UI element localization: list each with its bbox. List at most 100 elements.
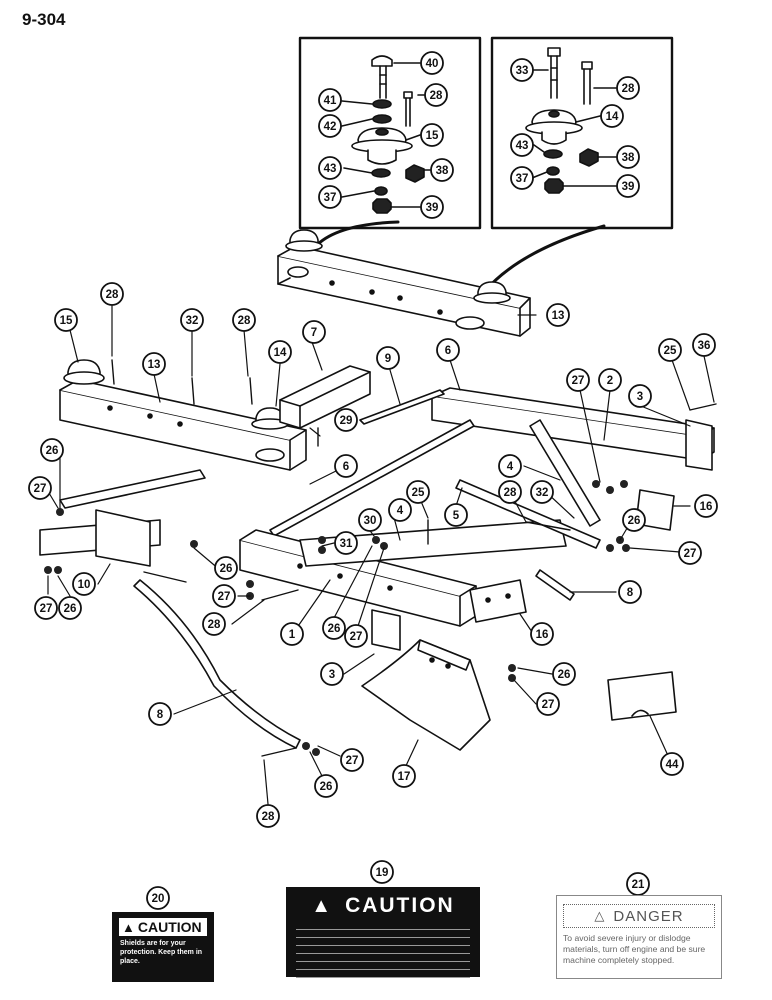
callout-c6b: 6 xyxy=(334,454,358,478)
callout-c13a: 13 xyxy=(546,303,570,327)
callout-circle xyxy=(444,503,468,527)
callout-label: 27 xyxy=(542,699,555,711)
callout-label: 26 xyxy=(328,623,341,635)
callout-circle xyxy=(358,508,382,532)
callout-c33: 33 xyxy=(510,58,534,82)
caution-decal-shields: ▲CAUTION Shields are for your protection… xyxy=(112,912,214,982)
callout-label: 27 xyxy=(684,548,697,560)
callout-label: 13 xyxy=(552,310,565,322)
decal-fine-print xyxy=(286,918,480,978)
callout-circle xyxy=(280,622,304,646)
callout-label: 15 xyxy=(60,315,73,327)
callout-label: 6 xyxy=(445,345,451,357)
callout-label: 27 xyxy=(350,631,363,643)
callout-label: 21 xyxy=(632,879,645,891)
callout-circle xyxy=(678,541,702,565)
callout-c2: 2 xyxy=(598,368,622,392)
callout-circle xyxy=(322,616,346,640)
callout-label: 26 xyxy=(320,781,333,793)
callout-c26f: 26 xyxy=(552,662,576,686)
callout-label: 44 xyxy=(666,759,679,771)
callout-c26g: 26 xyxy=(314,774,338,798)
callout-label: 8 xyxy=(157,709,164,721)
callout-c27b: 27 xyxy=(28,476,52,500)
callout-circle xyxy=(180,308,204,332)
callout-c30: 30 xyxy=(358,508,382,532)
callout-label: 9 xyxy=(385,353,391,365)
callout-label: 28 xyxy=(504,487,517,499)
callout-label: 42 xyxy=(324,121,337,133)
callout-c16a: 16 xyxy=(694,494,718,518)
callout-circle xyxy=(388,498,412,522)
callout-c15b: 15 xyxy=(54,308,78,332)
part-7-block xyxy=(279,365,371,429)
callout-circle xyxy=(376,346,400,370)
callout-circle xyxy=(658,338,682,362)
callout-circle xyxy=(142,352,166,376)
callout-label: 14 xyxy=(274,347,287,359)
callout-label: 2 xyxy=(607,375,613,387)
callout-c28d: 28 xyxy=(232,308,256,332)
callout-label: 26 xyxy=(558,669,571,681)
callout-label: 29 xyxy=(340,415,353,427)
callout-circle xyxy=(420,123,444,147)
callout-c38a: 38 xyxy=(430,158,454,182)
callout-label: 28 xyxy=(262,811,275,823)
callout-c26c: 26 xyxy=(214,556,238,580)
callout-circle xyxy=(618,580,642,604)
callout-label: 37 xyxy=(324,192,337,204)
callout-label: 26 xyxy=(46,445,59,457)
callout-label: 28 xyxy=(238,315,251,327)
callout-label: 25 xyxy=(412,487,425,499)
callout-circle xyxy=(406,480,430,504)
callout-c1: 1 xyxy=(280,622,304,646)
callout-c37b: 37 xyxy=(510,166,534,190)
callout-c7: 7 xyxy=(302,320,326,344)
callout-circle xyxy=(28,476,52,500)
callout-label: 27 xyxy=(218,591,231,603)
callout-label: 30 xyxy=(364,515,377,527)
callout-c20: 20 xyxy=(146,886,170,910)
callout-c31: 31 xyxy=(334,531,358,555)
callout-c40: 40 xyxy=(420,51,444,75)
callout-c28e: 28 xyxy=(498,480,522,504)
callout-label: 14 xyxy=(606,111,619,123)
callout-label: 38 xyxy=(436,165,449,177)
callout-c3b: 3 xyxy=(320,662,344,686)
callout-label: 8 xyxy=(627,587,634,599)
callout-label: 19 xyxy=(376,867,389,879)
callout-label: 10 xyxy=(78,579,91,591)
callout-c42: 42 xyxy=(318,114,342,138)
caution-decal-large: ▲CAUTION xyxy=(286,887,480,978)
callout-c17: 17 xyxy=(392,764,416,788)
callout-c8b: 8 xyxy=(148,702,172,726)
callout-circle xyxy=(314,774,338,798)
callout-c43a: 43 xyxy=(318,156,342,180)
callout-label: 27 xyxy=(34,483,47,495)
callout-c28g: 28 xyxy=(256,804,280,828)
callout-circle xyxy=(622,508,646,532)
callout-label: 32 xyxy=(536,487,549,499)
callout-c26d: 26 xyxy=(58,596,82,620)
callout-c5: 5 xyxy=(444,503,468,527)
callout-label: 4 xyxy=(397,505,404,517)
part-13-rear-crossmember xyxy=(277,229,531,337)
callout-circle xyxy=(34,596,58,620)
part-17-shield xyxy=(361,639,491,751)
callout-label: 16 xyxy=(536,629,549,641)
callout-label: 39 xyxy=(622,181,635,193)
warning-triangle-icon: △ xyxy=(594,908,606,923)
callout-circle xyxy=(498,454,522,478)
callout-circle xyxy=(598,368,622,392)
danger-decal: △DANGER To avoid severe injury or dislod… xyxy=(556,895,722,979)
callout-label: 38 xyxy=(622,152,635,164)
callout-c10: 10 xyxy=(72,572,96,596)
decal-title: CAUTION xyxy=(345,894,455,917)
callout-label: 36 xyxy=(698,340,711,352)
callout-circle xyxy=(536,692,560,716)
callout-circle xyxy=(546,303,570,327)
callout-label: 33 xyxy=(516,65,529,77)
callout-circle xyxy=(566,368,590,392)
callout-circle xyxy=(256,804,280,828)
callout-label: 20 xyxy=(152,893,165,905)
